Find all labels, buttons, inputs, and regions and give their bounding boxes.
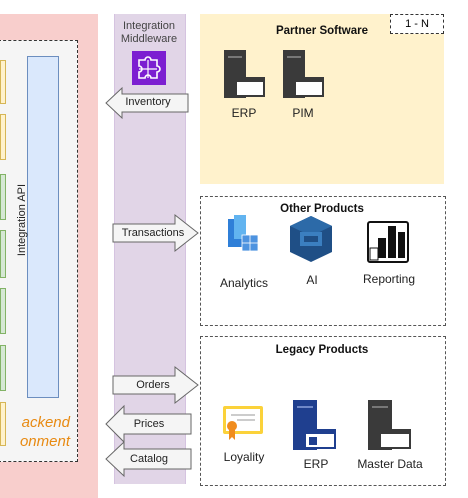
other-item-ai: AI xyxy=(306,273,318,287)
multiplicity-tag: 1 - N xyxy=(390,14,444,34)
backend-component-tab xyxy=(0,402,6,446)
integration-api-label: Integration API xyxy=(16,183,28,257)
database-cube-icon xyxy=(228,215,259,252)
transactions-arrow xyxy=(112,213,199,253)
partner-item-erp: ERP xyxy=(231,106,257,120)
orders-arrow-label: Orders xyxy=(136,379,170,391)
certificate-icon xyxy=(223,406,263,440)
orders-arrow xyxy=(112,365,199,405)
integration-api-bar xyxy=(27,56,59,398)
partner-software-box xyxy=(200,14,444,184)
partner-item-pim: PIM xyxy=(292,106,314,120)
middleware-title-line1: Integration xyxy=(123,20,175,32)
inventory-arrow-label: Inventory xyxy=(125,96,171,108)
transactions-arrow-label: Transactions xyxy=(121,227,185,239)
bar-chart-icon xyxy=(367,221,409,263)
legacy-item-master-data: Master Data xyxy=(357,457,423,471)
server-icon xyxy=(283,50,324,98)
legacy-products-title: Legacy Products xyxy=(275,344,369,356)
middleware-title: Integration Middleware xyxy=(110,20,188,46)
backend-component-tab xyxy=(0,114,6,160)
inventory-arrow xyxy=(105,86,189,120)
middleware-title-line2: Middleware xyxy=(120,33,178,45)
puzzle-icon xyxy=(132,51,166,85)
backend-component-tab xyxy=(0,60,6,104)
catalog-arrow xyxy=(105,440,192,478)
legacy-item-loyality: Loyality xyxy=(223,450,265,464)
backend-component-tab xyxy=(0,230,6,278)
cube-stack-icon xyxy=(290,216,332,262)
middleware-zone xyxy=(114,14,186,484)
server-icon xyxy=(368,400,411,450)
prices-arrow xyxy=(105,404,192,444)
other-products-title: Other Products xyxy=(280,203,364,215)
backend-component-tab xyxy=(0,174,6,220)
other-item-analytics: Analytics xyxy=(219,276,269,290)
backend-component-tab xyxy=(0,288,6,334)
backend-component-tab xyxy=(0,345,6,391)
backend-env-label-line2: onment xyxy=(19,433,70,450)
partner-software-title: Partner Software xyxy=(275,25,369,37)
prices-arrow-label: Prices xyxy=(133,418,165,430)
other-item-reporting: Reporting xyxy=(362,272,416,286)
server-icon xyxy=(293,400,336,450)
legacy-item-erp: ERP xyxy=(303,457,329,471)
backend-env-label-line1: ackend xyxy=(21,414,70,431)
catalog-arrow-label: Catalog xyxy=(130,453,168,465)
server-icon xyxy=(224,50,265,98)
